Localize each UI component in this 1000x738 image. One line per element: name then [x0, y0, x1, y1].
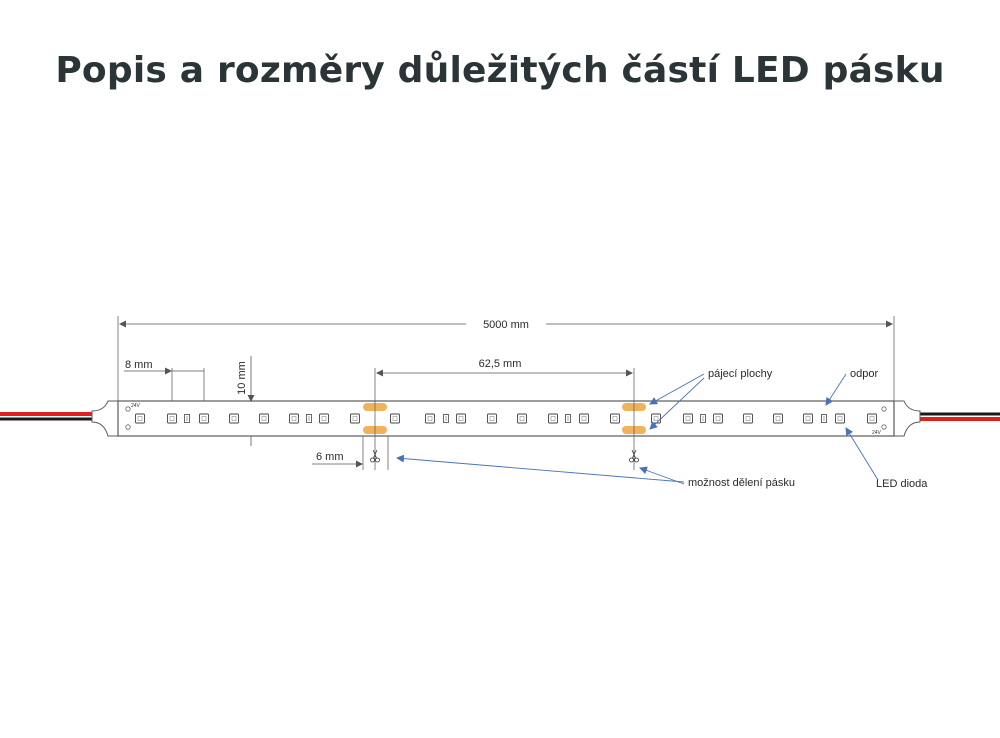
led-chip	[835, 413, 845, 424]
scissors-icon	[370, 449, 380, 463]
led-diode-label: LED dioda	[876, 478, 928, 490]
led-chip-die	[392, 416, 398, 421]
led-chip-die	[458, 416, 464, 421]
led-chip-die	[169, 416, 175, 421]
cut-option-label: možnost dělení pásku	[688, 477, 795, 489]
cut-width-dimension: 6 mm	[312, 436, 389, 470]
cut-width-label: 6 mm	[316, 451, 344, 463]
right-end-marks: 24V	[872, 406, 887, 436]
segment-length-label: 62,5 mm	[479, 358, 522, 370]
led-chip	[803, 413, 813, 424]
led-chip	[259, 413, 269, 424]
led-chip-die	[201, 416, 207, 421]
led-chip	[425, 413, 435, 424]
solder-pads-callout: pájecí plochy	[649, 368, 773, 430]
left-wires	[0, 412, 100, 421]
led-chip	[713, 413, 723, 424]
led-chip-die	[291, 416, 297, 421]
led-chip-die	[550, 416, 556, 421]
led-chip-die	[519, 416, 525, 421]
led-chip-die	[715, 416, 721, 421]
led-chip	[135, 413, 145, 424]
scissors-icon	[629, 449, 639, 463]
led-chip	[548, 413, 558, 424]
strip-width-dimension: 10 mm	[236, 356, 256, 446]
led-chip	[487, 413, 497, 424]
led-chip	[743, 413, 753, 424]
left-end-marks: 24V	[125, 403, 141, 430]
led-chip-die	[352, 416, 358, 421]
strip-body	[117, 400, 895, 437]
resistor-label: odpor	[850, 368, 878, 380]
right-wires	[910, 412, 1000, 421]
led-chip-die	[805, 416, 811, 421]
resistor-callout: odpor	[825, 368, 878, 406]
led-chip-die	[775, 416, 781, 421]
led-chip-die	[489, 416, 495, 421]
page-title: Popis a rozměry důležitých částí LED pás…	[55, 50, 945, 91]
cut-option-callout: možnost dělení pásku	[396, 454, 795, 489]
led-chip	[683, 413, 693, 424]
strip-components	[135, 413, 877, 424]
led-chip	[610, 413, 620, 424]
led-chip-die	[745, 416, 751, 421]
led-chip	[651, 413, 661, 424]
led-chip	[319, 413, 329, 424]
led-chip	[289, 413, 299, 424]
led-chip	[517, 413, 527, 424]
right-end-cap	[893, 400, 921, 437]
left-end-cap	[91, 400, 119, 437]
led-chip	[350, 413, 360, 424]
solder-pads-label: pájecí plochy	[708, 368, 773, 380]
led-diode-callout: LED dioda	[845, 427, 928, 490]
led-chip	[167, 413, 177, 424]
led-chip-die	[869, 416, 875, 421]
led-chip-die	[321, 416, 327, 421]
led-chip	[579, 413, 589, 424]
led-chip-die	[137, 416, 143, 421]
led-chip-die	[837, 416, 843, 421]
led-chip-die	[581, 416, 587, 421]
led-spacing-label: 8 mm	[125, 359, 153, 371]
led-chip-die	[653, 416, 659, 421]
led-chip	[867, 413, 877, 424]
led-chip	[456, 413, 466, 424]
strip-width-label: 10 mm	[236, 361, 248, 395]
total-length-label: 5000 mm	[483, 319, 529, 331]
led-chip-die	[685, 416, 691, 421]
voltage-mark-right: 24V	[872, 430, 882, 436]
total-length-dimension: 5000 mm	[117, 316, 895, 401]
led-chip	[229, 413, 239, 424]
led-chip-die	[261, 416, 267, 421]
led-chip	[390, 413, 400, 424]
led-spacing-dimension: 8 mm	[124, 359, 205, 401]
led-chip-die	[231, 416, 237, 421]
led-chip-die	[612, 416, 618, 421]
led-chip-die	[427, 416, 433, 421]
led-chip	[199, 413, 209, 424]
voltage-mark-left: 24V	[131, 403, 141, 409]
segment-length-dimension: 62,5 mm	[376, 358, 633, 377]
led-chip	[773, 413, 783, 424]
